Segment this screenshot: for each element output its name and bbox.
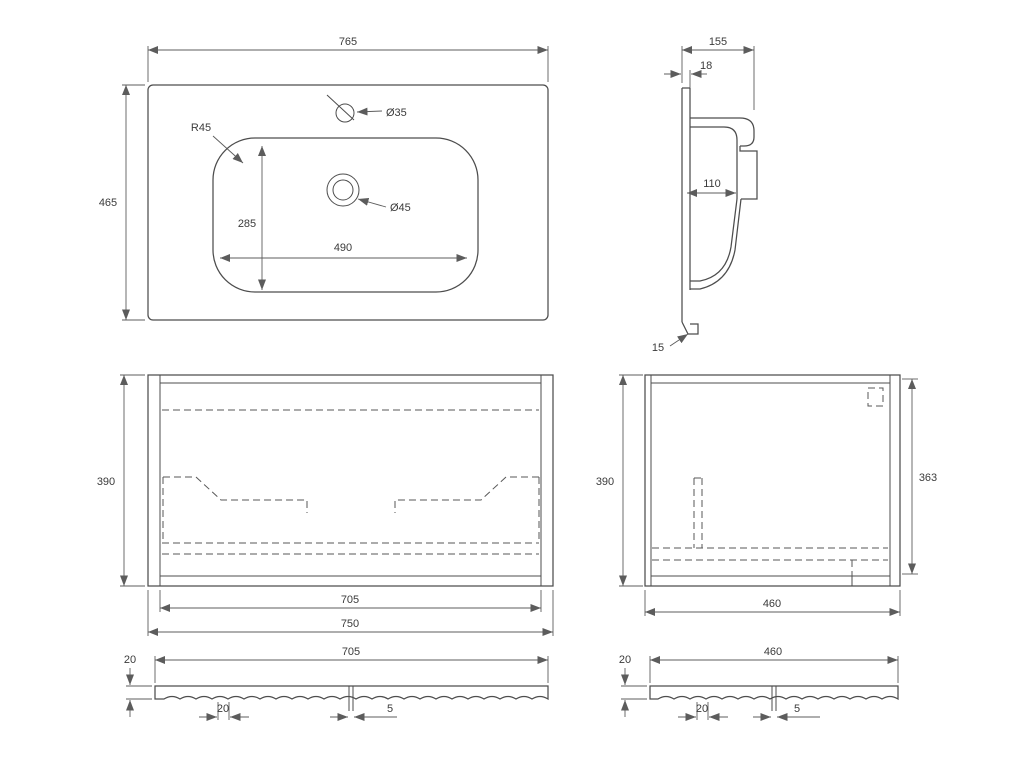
dim-side-strip-thickness: 20 (619, 654, 647, 717)
dim-front-height: 390 (97, 374, 145, 587)
dim-bowl-depth-label: 110 (703, 178, 721, 190)
dim-front-strip-slot-label: 5 (387, 703, 393, 715)
dim-drain: Ø45 (357, 198, 411, 214)
dim-front-strip-groove-label: 20 (217, 703, 229, 715)
dim-side-strip-slot-label: 5 (794, 703, 800, 715)
dim-foot: 15 (652, 333, 689, 354)
dim-side-depth-label: 460 (763, 598, 781, 610)
cabinet-front-view: 390 705 750 (97, 374, 554, 636)
dim-side-height: 390 (596, 374, 643, 587)
cabinet-side-view: 390 363 460 (596, 374, 937, 616)
dim-section-depth-label: 155 (709, 36, 727, 48)
faucet-hole (335, 103, 355, 123)
dim-bowl-depth: 110 (687, 178, 736, 197)
faucet-hole-slash (326, 94, 355, 121)
dim-side-strip-length: 460 (649, 646, 899, 683)
cabinet-side-hidden-lines (652, 387, 888, 576)
dim-front-strip-length-label: 705 (342, 646, 360, 658)
dim-front-width: 750 (147, 590, 554, 636)
dim-top-width: 765 (147, 36, 549, 82)
dim-basin-width-label: 490 (334, 242, 352, 254)
dim-side-height-label: 390 (596, 476, 614, 488)
dim-top-depth: 465 (99, 84, 145, 321)
dim-side-strip-length-label: 460 (764, 646, 782, 658)
dim-side-strip-slot: 5 (753, 703, 820, 721)
drain-hole-inner (332, 179, 354, 201)
dim-front-inner-width: 705 (159, 590, 542, 612)
dim-panel-thickness-label: 18 (700, 60, 712, 72)
front-strip-view: 705 20 20 5 (124, 646, 549, 721)
dim-top-width-label: 765 (339, 36, 357, 48)
side-strip-view: 460 20 20 5 (619, 646, 899, 721)
dim-front-strip-slot: 5 (330, 703, 397, 721)
dim-foot-label: 15 (652, 342, 664, 354)
dim-side-inner-height: 363 (902, 378, 937, 575)
cabinet-front-hidden-lines (162, 409, 540, 555)
dim-corner-radius: R45 (191, 122, 244, 164)
dim-side-strip-groove-label: 20 (696, 703, 708, 715)
dim-basin-width: 490 (220, 242, 467, 262)
side-strip-outline (649, 685, 899, 701)
dim-side-depth: 460 (644, 590, 901, 616)
dim-basin-depth-label: 285 (238, 218, 256, 230)
dim-top-depth-label: 465 (99, 197, 117, 209)
countertop-outline (147, 84, 549, 321)
dim-front-height-label: 390 (97, 476, 115, 488)
dim-front-inner-width-label: 705 (341, 594, 359, 606)
dim-front-strip-length: 705 (154, 646, 549, 683)
basin-profile (681, 87, 758, 335)
basin-outline (212, 137, 479, 293)
dim-faucet-hole-label: Ø35 (386, 107, 407, 119)
dim-panel-thickness: 18 (664, 60, 712, 88)
dim-front-strip-thickness: 20 (124, 654, 152, 717)
front-strip-outline (154, 685, 549, 701)
dim-section-depth: 155 (681, 36, 755, 110)
dim-front-strip-groove: 20 (199, 703, 249, 721)
dim-front-width-label: 750 (341, 618, 359, 630)
dim-drain-label: Ø45 (390, 202, 411, 214)
dim-corner-radius-label: R45 (191, 122, 211, 134)
dim-side-strip-thickness-label: 20 (619, 654, 631, 666)
dim-side-inner-height-label: 363 (919, 472, 937, 484)
dim-side-strip-groove: 20 (678, 703, 728, 721)
dim-front-strip-thickness-label: 20 (124, 654, 136, 666)
dim-basin-depth: 285 (238, 146, 266, 290)
basin-side-section: 155 18 110 15 (652, 36, 758, 354)
cabinet-side-outline (644, 374, 901, 587)
basin-top-view: 765 465 285 490 R45 Ø35 Ø45 (99, 36, 549, 321)
dim-faucet-hole: Ø35 (356, 107, 407, 119)
drain-hole-outer (326, 173, 360, 207)
